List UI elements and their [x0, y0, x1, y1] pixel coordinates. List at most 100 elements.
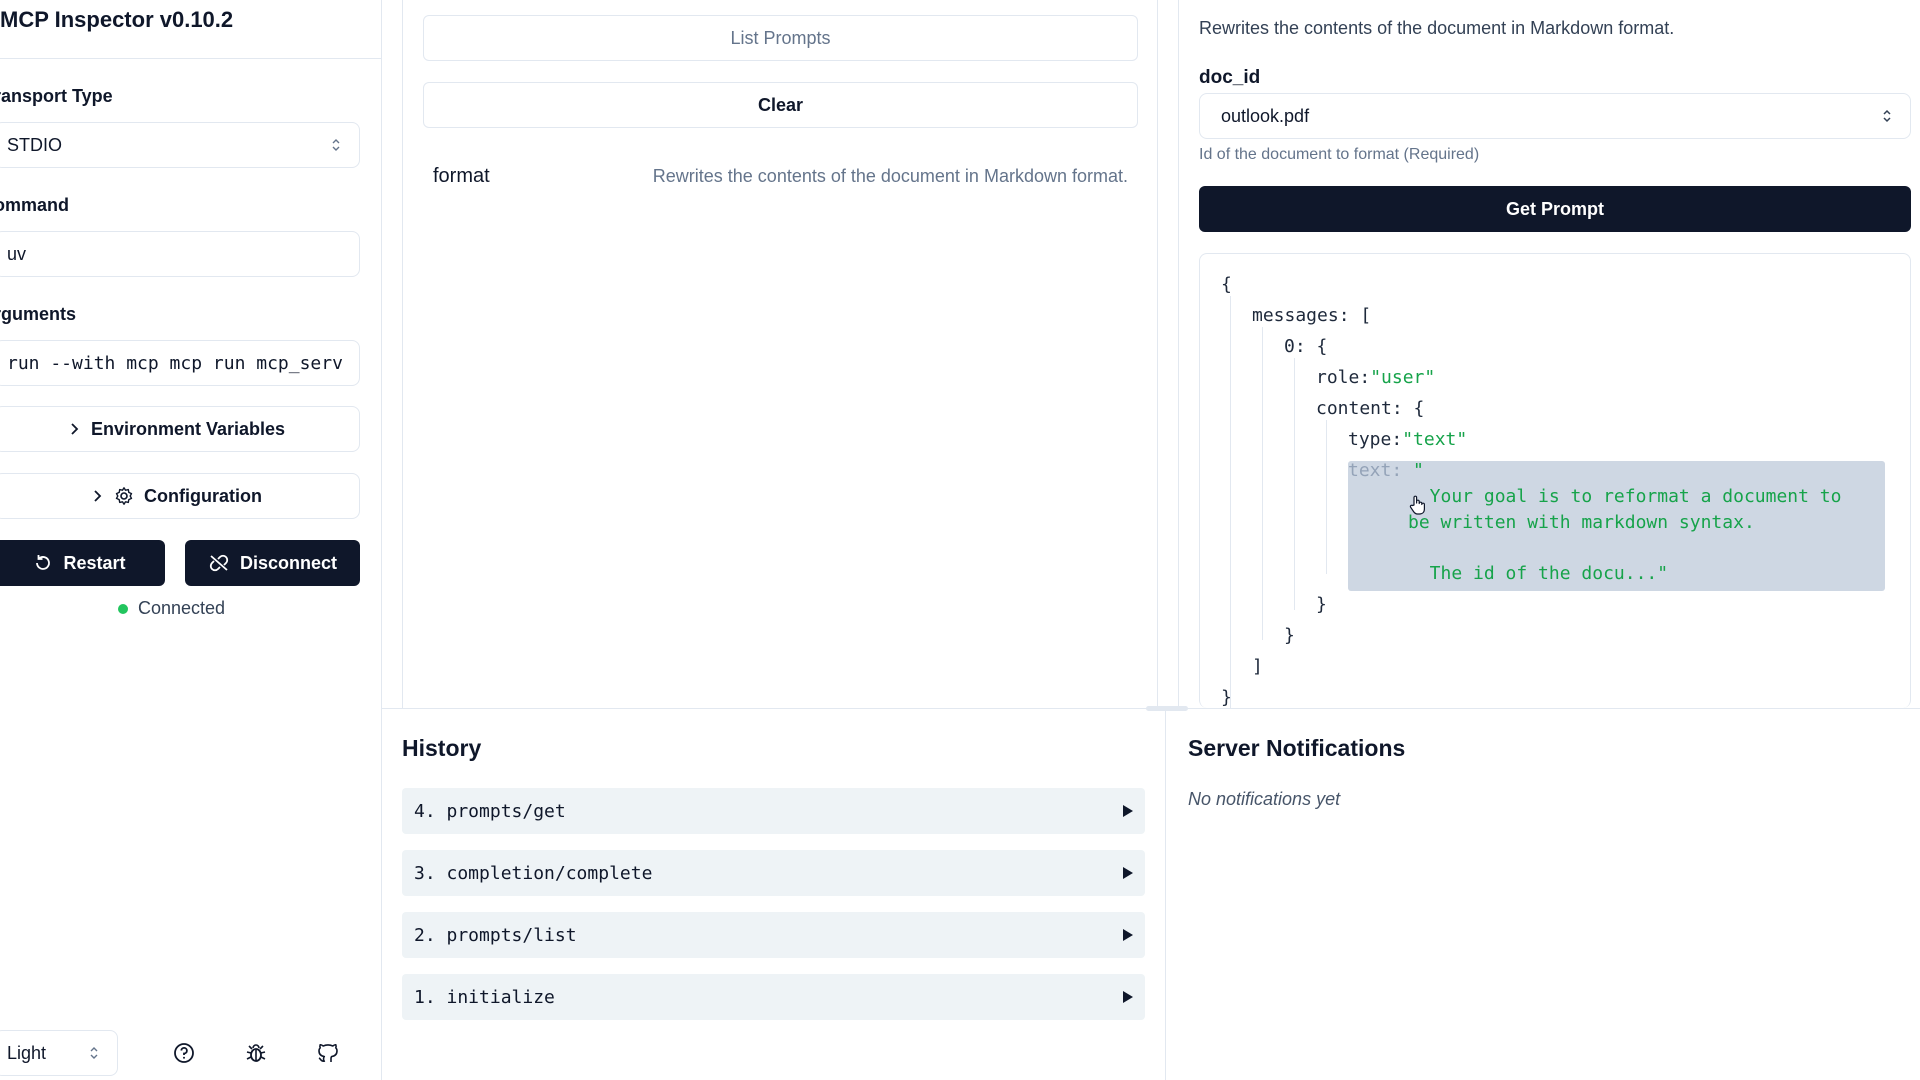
hand-cursor-icon [1409, 495, 1425, 515]
argument-label: doc_id [1199, 67, 1261, 88]
prompt-detail-description: Rewrites the contents of the document in… [1199, 18, 1675, 38]
expand-triangle-icon [1123, 805, 1133, 817]
json-key: content: [1316, 398, 1403, 419]
json-text-line: The id of the docu..." [1408, 563, 1669, 584]
rotate-ccw-icon [36, 555, 51, 570]
argument-help-text: Id of the document to format (Required) [1199, 146, 1480, 163]
command-value: uv [7, 243, 27, 264]
arguments-label: rguments [0, 304, 77, 324]
expand-triangle-icon [1123, 929, 1133, 941]
command-input[interactable]: uv [0, 231, 360, 277]
doc-id-value: outlook.pdf [1221, 105, 1310, 126]
chevron-up-down-icon [90, 1047, 98, 1059]
environment-variables-label: Environment Variables [90, 418, 286, 439]
json-key: text: [1348, 460, 1403, 481]
theme-select[interactable]: Light [0, 1030, 118, 1076]
prompt-name: format [433, 164, 490, 187]
prompt-item-format[interactable]: format Rewrites the contents of the docu… [423, 156, 1138, 196]
status-dot [118, 603, 128, 614]
history-item-label: 2. prompts/list [414, 924, 577, 946]
disconnect-label: Disconnect [239, 552, 338, 573]
status-text: Connected [138, 598, 226, 618]
history-panel: History 4. prompts/get 3. completion/com… [382, 709, 1166, 1080]
history-item-label: 3. completion/complete [414, 862, 653, 884]
history-title: History [402, 735, 482, 761]
json-line-role: role:"user" [1316, 367, 1435, 388]
chevron-right-icon [94, 490, 102, 502]
server-notifications-panel: Server Notifications No notifications ye… [1166, 709, 1920, 1080]
transport-type-label: ransport Type [0, 86, 113, 106]
chevron-up-down-icon [332, 139, 340, 151]
environment-variables-toggle[interactable]: Environment Variables [0, 406, 360, 452]
json-key: messages: [1252, 305, 1350, 326]
prompt-detail-panel: Rewrites the contents of the document in… [1178, 0, 1920, 708]
disconnect-button[interactable]: Disconnect [185, 540, 360, 586]
connection-status: Connected [118, 598, 225, 619]
chevron-right-icon [71, 423, 79, 435]
bug-icon[interactable] [245, 1042, 267, 1064]
prompt-description: Rewrites the contents of the document in… [652, 165, 1128, 186]
json-text-line: Your goal is to reformat a document to [1408, 486, 1842, 507]
chevron-up-down-icon [1883, 109, 1891, 123]
indent-guide [1294, 358, 1295, 610]
json-line-content: content: { [1316, 398, 1424, 419]
json-string: " [1413, 460, 1424, 481]
json-brace: { [1316, 336, 1328, 357]
configuration-toggle[interactable]: Configuration [0, 473, 360, 519]
json-key: 0: [1284, 336, 1306, 357]
resize-handle[interactable] [1146, 706, 1188, 711]
arguments-input[interactable]: run --with mcp mcp run mcp_serv [0, 340, 360, 386]
json-string: "text" [1402, 429, 1468, 450]
expand-triangle-icon [1123, 991, 1133, 1003]
history-item-label: 1. initialize [414, 986, 555, 1008]
history-item[interactable]: 1. initialize [402, 974, 1145, 1020]
doc-id-select[interactable]: outlook.pdf [1199, 93, 1911, 139]
help-circle-icon[interactable] [173, 1042, 195, 1064]
json-result-viewer[interactable]: { messages: [ 0: { role:"user" content: … [1199, 253, 1911, 708]
list-prompts-button[interactable]: List Prompts [423, 15, 1138, 61]
json-key: type: [1348, 429, 1403, 450]
sidebar-header: MCP Inspector v0.10.2 [0, 0, 381, 59]
json-brace: } [1316, 594, 1327, 615]
restart-label: Restart [63, 552, 126, 573]
json-string: "user" [1370, 367, 1436, 388]
command-label: ommand [0, 195, 70, 215]
unplug-icon [209, 554, 229, 572]
gear-icon [115, 487, 133, 505]
notifications-title: Server Notifications [1188, 735, 1406, 761]
json-key: role: [1316, 367, 1371, 388]
json-line-item-0: 0: { [1284, 336, 1327, 357]
json-line-messages: messages: [ [1252, 305, 1371, 326]
indent-guide [1230, 296, 1231, 708]
json-brace: } [1284, 625, 1295, 646]
transport-type-select[interactable]: STDIO [0, 122, 360, 168]
arguments-value: run --with mcp mcp run mcp_serv [7, 352, 343, 374]
notifications-empty-text: No notifications yet [1188, 789, 1341, 809]
history-item[interactable]: 2. prompts/list [402, 912, 1145, 958]
json-bracket: ] [1252, 656, 1263, 677]
restart-button[interactable]: Restart [0, 540, 165, 586]
selected-text-value[interactable] [1348, 461, 1885, 591]
clear-button[interactable]: Clear [423, 82, 1138, 128]
get-prompt-button[interactable]: Get Prompt [1199, 186, 1911, 232]
json-brace: } [1221, 687, 1232, 708]
indent-guide [1262, 327, 1263, 640]
json-bracket: [ [1360, 305, 1372, 326]
theme-value: Light [7, 1042, 47, 1063]
json-brace: { [1413, 398, 1425, 419]
sidebar: MCP Inspector v0.10.2 ransport Type STDI… [0, 0, 382, 1080]
expand-triangle-icon [1123, 867, 1133, 879]
history-item-label: 4. prompts/get [414, 800, 566, 822]
configuration-label: Configuration [144, 485, 262, 506]
github-icon[interactable] [317, 1042, 339, 1064]
prompts-list-panel: List Prompts Clear format Rewrites the c… [402, 0, 1158, 708]
json-text-line: be written with markdown syntax. [1408, 512, 1755, 533]
history-item[interactable]: 4. prompts/get [402, 788, 1145, 834]
json-line-text: text: " [1348, 460, 1424, 481]
transport-type-value: STDIO [7, 134, 63, 155]
indent-guide [1326, 420, 1327, 574]
json-line-type: type:"text" [1348, 429, 1467, 450]
json-brace: { [1221, 274, 1232, 295]
history-item[interactable]: 3. completion/complete [402, 850, 1145, 896]
app-title: MCP Inspector v0.10.2 [0, 7, 234, 32]
